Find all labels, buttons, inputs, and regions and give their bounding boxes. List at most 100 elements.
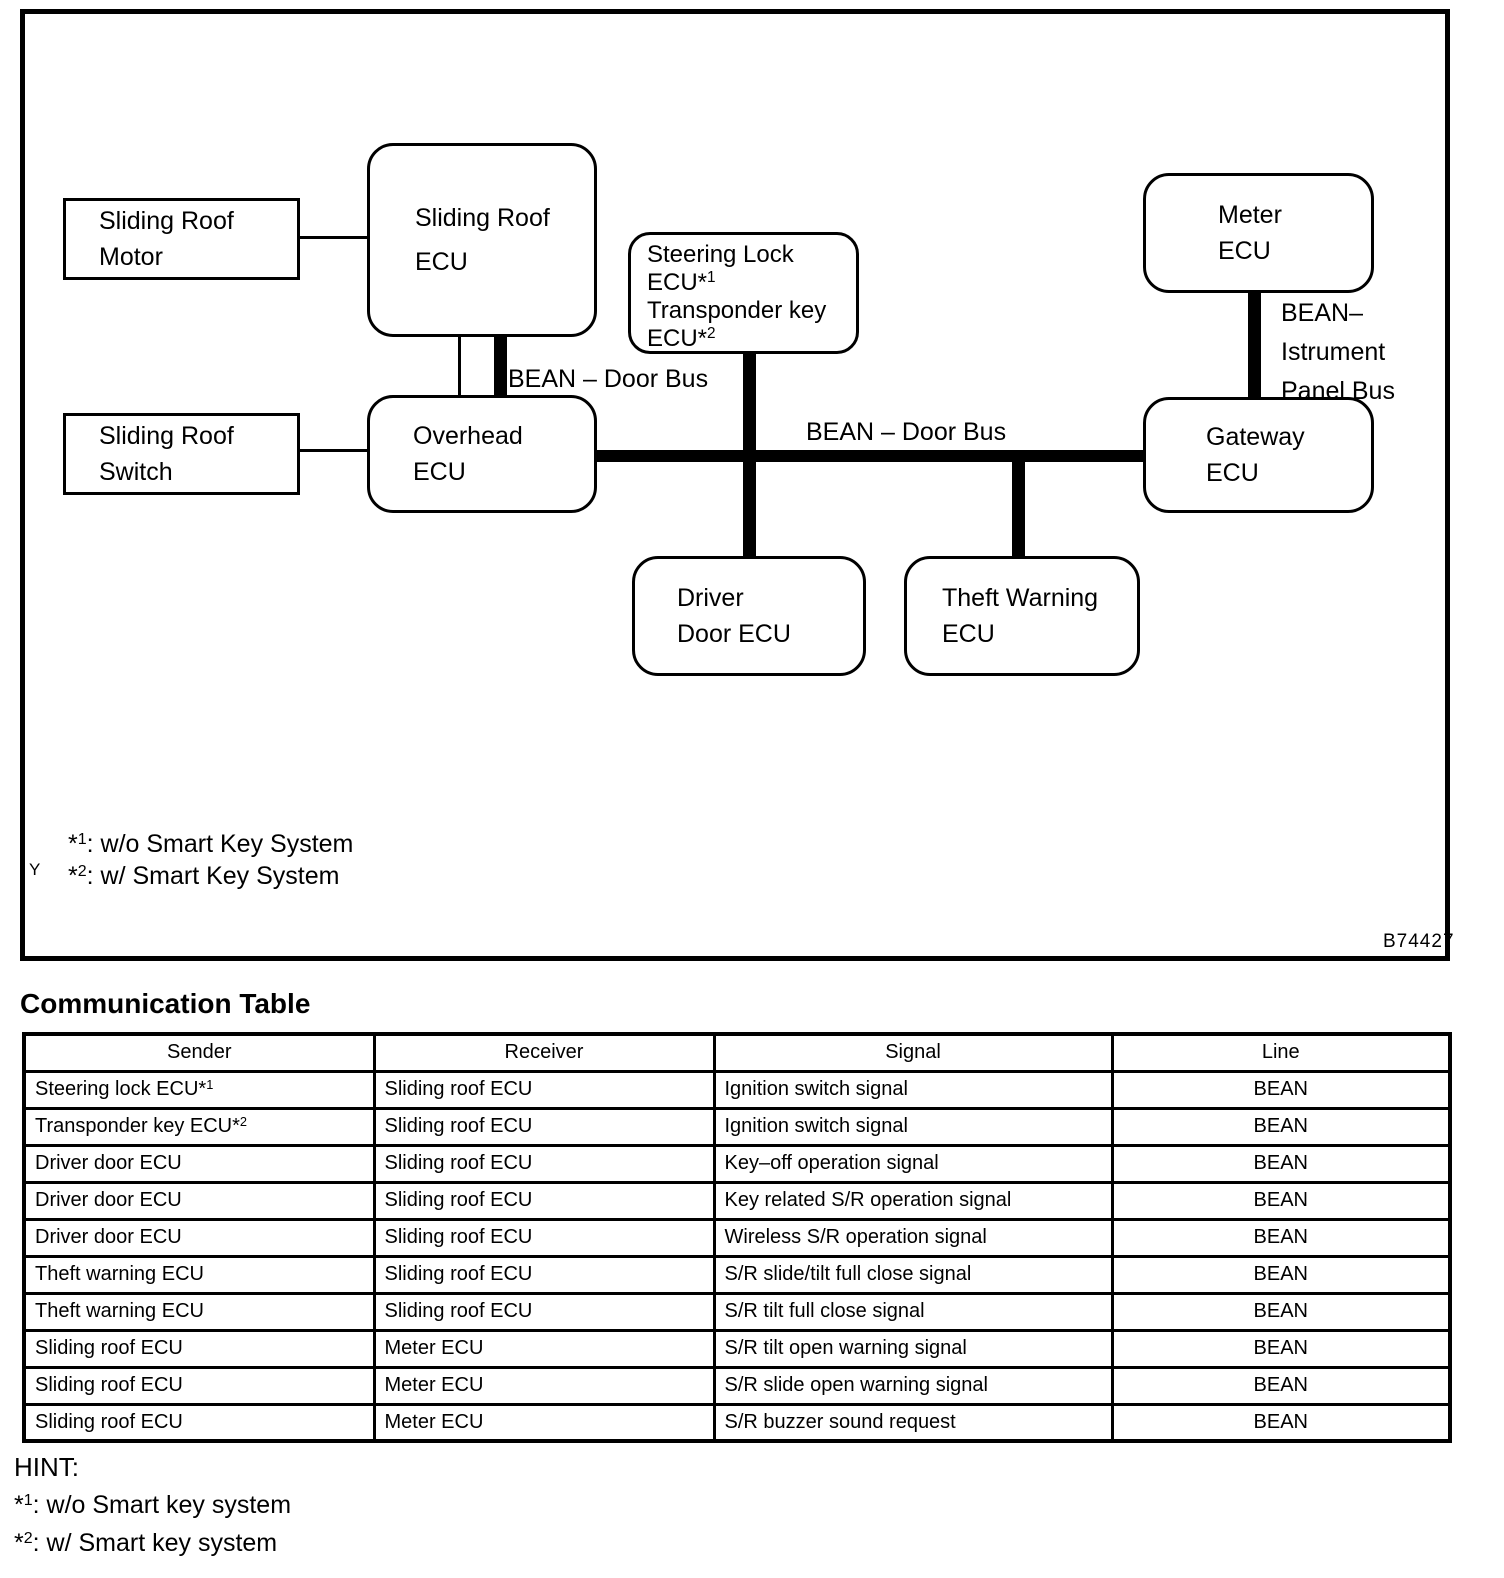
footnote-line: *2: w/ Smart Key System (68, 862, 340, 890)
node-driver-door-ecu: Driver Door ECU (632, 556, 866, 676)
node-label-line: Overhead (413, 422, 523, 450)
signal-cell: Wireless S/R operation signal (712, 1217, 1114, 1258)
column-header-receiver: Receiver (372, 1032, 716, 1073)
line-cell: BEAN (1110, 1180, 1452, 1221)
sender-cell: Driver door ECU (22, 1180, 376, 1221)
table-row: Sliding roof ECU Meter ECU S/R tilt open… (22, 1328, 1452, 1369)
receiver-cell: Sliding roof ECU (372, 1254, 716, 1295)
bus-label-line: Istrument (1281, 338, 1386, 366)
node-label-line: ECU (415, 248, 468, 276)
signal-cell: S/R tilt open warning signal (712, 1328, 1114, 1369)
bus-line-to-theft-warning (1012, 452, 1025, 559)
node-label-line: ECU*1 (647, 269, 716, 296)
bus-label-door-bus-main: BEAN – Door Bus (806, 418, 1007, 446)
sender-cell: Sliding roof ECU (22, 1328, 376, 1369)
table-row: Driver door ECU Sliding roof ECU Wireles… (22, 1217, 1452, 1258)
receiver-cell: Sliding roof ECU (372, 1106, 716, 1147)
hint-block: HINT: *1: w/o Smart key system *2: w/ Sm… (14, 1448, 291, 1562)
table-row: Transponder key ECU*2 Sliding roof ECU I… (22, 1106, 1452, 1147)
table-row: Sliding roof ECU Meter ECU S/R buzzer so… (22, 1402, 1452, 1443)
signal-cell: Key–off operation signal (712, 1143, 1114, 1184)
communication-table-title: Communication Table (20, 988, 311, 1019)
bus-line-meter-to-gateway (1248, 291, 1261, 399)
node-label-line: ECU (413, 458, 466, 486)
signal-cell: Key related S/R operation signal (712, 1180, 1114, 1221)
line-cell: BEAN (1110, 1365, 1452, 1406)
receiver-cell: Sliding roof ECU (372, 1291, 716, 1332)
margin-y-label: Y (29, 860, 41, 879)
node-label-line: ECU (1206, 459, 1259, 487)
bus-line-sliding-roof-to-overhead (494, 336, 507, 396)
hint-line: *2: w/ Smart key system (14, 1529, 278, 1557)
sender-cell: Steering lock ECU*1 (22, 1069, 376, 1110)
line-cell: BEAN (1110, 1291, 1452, 1332)
line-cell: BEAN (1110, 1217, 1452, 1258)
line-cell: BEAN (1110, 1328, 1452, 1369)
hint-line: *1: w/o Smart key system (14, 1491, 292, 1519)
table-row: Sliding roof ECU Meter ECU S/R slide ope… (22, 1365, 1452, 1406)
node-label-line: Motor (99, 243, 163, 271)
node-label-line: Steering Lock (647, 241, 794, 268)
table-row: Steering lock ECU*1 Sliding roof ECU Ign… (22, 1069, 1452, 1110)
signal-cell: S/R slide/tilt full close signal (712, 1254, 1114, 1295)
node-label-line: Meter (1218, 201, 1282, 229)
sender-cell: Theft warning ECU (22, 1291, 376, 1332)
sender-cell: Sliding roof ECU (22, 1402, 376, 1443)
line-cell: BEAN (1110, 1143, 1452, 1184)
node-sliding-roof-motor: Sliding Roof Motor (63, 198, 300, 280)
signal-cell: Ignition switch signal (712, 1069, 1114, 1110)
signal-cell: S/R buzzer sound request (712, 1402, 1114, 1443)
node-sliding-roof-ecu: Sliding Roof ECU (367, 143, 597, 337)
node-label-line: Driver (677, 584, 744, 612)
node-sliding-roof-switch: Sliding Roof Switch (63, 413, 300, 495)
sender-cell: Driver door ECU (22, 1217, 376, 1258)
connector-sliding-roof-to-overhead-thin (458, 336, 461, 396)
bus-line-door-bus-main (595, 450, 1145, 462)
node-theft-warning-ecu: Theft Warning ECU (904, 556, 1140, 676)
signal-cell: S/R tilt full close signal (712, 1291, 1114, 1332)
table-row: Theft warning ECU Sliding roof ECU S/R s… (22, 1254, 1452, 1295)
receiver-cell: Meter ECU (372, 1365, 716, 1406)
column-header-sender: Sender (22, 1032, 376, 1073)
node-label-line: ECU (942, 620, 995, 648)
line-cell: BEAN (1110, 1402, 1452, 1443)
node-label-line: Sliding Roof (99, 207, 234, 235)
table-row: Theft warning ECU Sliding roof ECU S/R t… (22, 1291, 1452, 1332)
sender-cell: Transponder key ECU*2 (22, 1106, 376, 1147)
sender-cell: Theft warning ECU (22, 1254, 376, 1295)
bus-label-line: Panel Bus (1281, 377, 1395, 405)
node-label-line: ECU*2 (647, 325, 716, 352)
node-steering-lock-transponder-key-ecu: Steering Lock ECU*1 Transponder key ECU*… (628, 232, 859, 354)
node-label-line: Sliding Roof (99, 422, 234, 450)
sender-cell: Driver door ECU (22, 1143, 376, 1184)
bus-label-line: BEAN– (1281, 299, 1363, 327)
node-meter-ecu: Meter ECU (1143, 173, 1374, 293)
signal-cell: Ignition switch signal (712, 1106, 1114, 1147)
figure-id: B74427 (1383, 931, 1455, 952)
receiver-cell: Sliding roof ECU (372, 1180, 716, 1221)
column-header-signal: Signal (712, 1032, 1114, 1073)
node-gateway-ecu: Gateway ECU (1143, 397, 1374, 513)
receiver-cell: Sliding roof ECU (372, 1217, 716, 1258)
node-label-line: Gateway (1206, 423, 1305, 451)
node-label-line: Sliding Roof (415, 204, 550, 232)
connector-switch-to-overhead-ecu (300, 449, 368, 452)
node-label-line: Transponder key (647, 297, 827, 324)
table-row: Driver door ECU Sliding roof ECU Key rel… (22, 1180, 1452, 1221)
diagram-footnotes: *1: w/o Smart Key System *2: w/ Smart Ke… (68, 828, 353, 892)
receiver-cell: Meter ECU (372, 1402, 716, 1443)
sender-cell: Sliding roof ECU (22, 1365, 376, 1406)
line-cell: BEAN (1110, 1254, 1452, 1295)
column-header-line: Line (1110, 1032, 1452, 1073)
bus-label-door-bus-upper: BEAN – Door Bus (508, 365, 709, 393)
hint-label: HINT: (14, 1452, 79, 1482)
line-cell: BEAN (1110, 1106, 1452, 1147)
signal-cell: S/R slide open warning signal (712, 1365, 1114, 1406)
connector-motor-to-sliding-roof-ecu (300, 236, 368, 239)
communication-table: Sender Receiver Signal Line Steering loc… (22, 1032, 1452, 1443)
node-label-line: ECU (1218, 237, 1271, 265)
receiver-cell: Sliding roof ECU (372, 1143, 716, 1184)
bus-label-instrument-panel: BEAN– Istrument Panel Bus (1281, 294, 1395, 411)
node-label-line: Switch (99, 458, 173, 486)
